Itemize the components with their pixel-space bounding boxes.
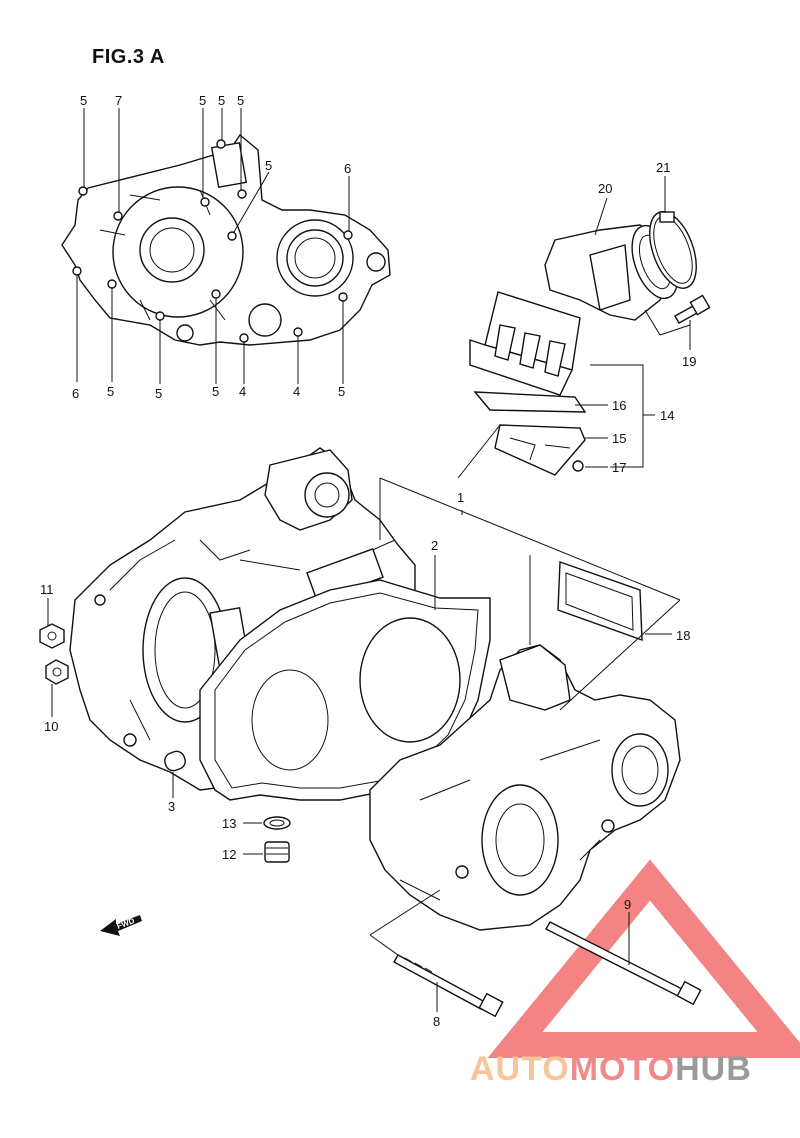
callout-12: 12: [222, 847, 236, 862]
leaders-top: [76, 108, 350, 384]
callout-labels: 5 7 5 5 5 5 6 6 5 5 5 4 4 5 21 20 19 16 …: [40, 93, 696, 1029]
callout-5: 5: [265, 158, 272, 173]
callout-21: 21: [656, 160, 670, 175]
callout-5: 5: [80, 93, 87, 108]
callout-6: 6: [72, 386, 79, 401]
dowel-pin-3: [164, 750, 186, 772]
leaders-reed: [457, 364, 655, 479]
watermark-part-moto: MOTO: [569, 1050, 676, 1088]
callout-10: 10: [44, 719, 58, 734]
callout-3: 3: [168, 799, 175, 814]
callout-11: 11: [40, 582, 54, 597]
callout-4: 4: [239, 384, 246, 399]
callout-18: 18: [676, 628, 690, 643]
reed-valve: [469, 291, 587, 476]
callout-19: 19: [682, 354, 696, 369]
callout-5: 5: [338, 384, 345, 399]
crankcase-inner-view: [61, 133, 391, 346]
drain-plug-12: [264, 841, 290, 863]
intake-gasket: [557, 561, 643, 642]
callout-8: 8: [433, 1014, 440, 1029]
callout-6: 6: [344, 161, 351, 176]
callout-5: 5: [107, 384, 114, 399]
bolt-19: [674, 294, 711, 324]
watermark-part-hub: HUB: [675, 1050, 752, 1088]
callout-1: 1: [457, 490, 464, 505]
callout-13: 13: [222, 816, 236, 831]
bolt-8: [393, 954, 504, 1018]
nut-11: [39, 623, 65, 649]
callout-9: 9: [624, 897, 631, 912]
washer-10: [45, 659, 69, 685]
forward-arrow-icon: FWD: [100, 915, 142, 936]
callout-5: 5: [199, 93, 206, 108]
callout-15: 15: [612, 431, 626, 446]
callout-2: 2: [431, 538, 438, 553]
fwd-label: FWD: [116, 916, 136, 931]
callout-5: 5: [218, 93, 225, 108]
callout-20: 20: [598, 181, 612, 196]
watermark-triangle: [487, 859, 800, 1058]
hose-clamp: [649, 211, 697, 289]
callout-16: 16: [612, 398, 626, 413]
callout-7: 7: [115, 93, 122, 108]
callout-5: 5: [237, 93, 244, 108]
callout-17: 17: [612, 460, 626, 475]
leaders-assembly: [369, 477, 681, 986]
crankcase-gasket: [199, 579, 491, 801]
bolt-9: [545, 921, 702, 1006]
watermark-part-auto: AUTO: [470, 1050, 570, 1088]
gasket-13: [263, 816, 291, 830]
crankcase-right: [369, 644, 681, 931]
watermark-logo: AUTOMOTOHUB: [470, 1050, 752, 1089]
callout-4: 4: [293, 384, 300, 399]
callout-5: 5: [212, 384, 219, 399]
callout-5: 5: [155, 386, 162, 401]
figure-title: FIG.3 A: [92, 46, 165, 68]
callout-14: 14: [660, 408, 674, 423]
